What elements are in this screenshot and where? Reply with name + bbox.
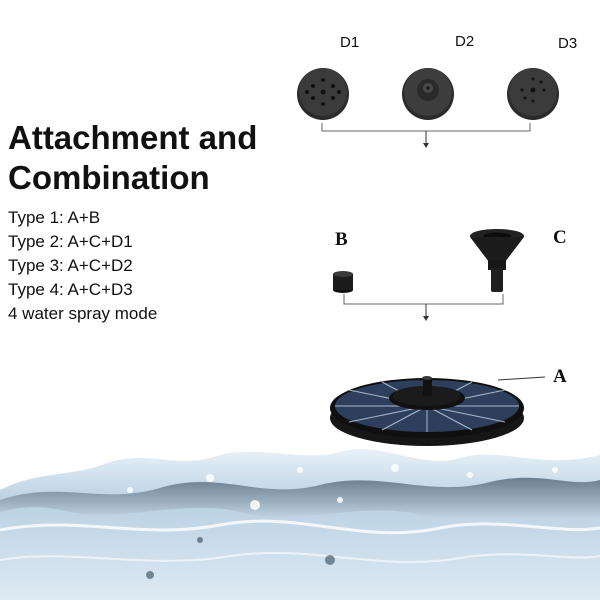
nozzle-label-d3: D3 <box>558 35 578 52</box>
part-b-image <box>333 271 353 293</box>
nozzle-label-d2: D2 <box>455 33 475 50</box>
nozzle-label-d1: D1 <box>340 34 360 51</box>
part-label-b: B <box>335 229 348 250</box>
list-item: Type 4: A+C+D3 <box>8 280 133 299</box>
list-item: 4 water spray mode <box>8 304 158 323</box>
part-label-c: C <box>553 227 567 248</box>
nozzle-d1-image <box>297 68 349 120</box>
list-item: Type 2: A+C+D1 <box>8 232 133 251</box>
title-line-1: Attachment and <box>8 119 258 156</box>
title-line-2: Combination <box>8 159 210 196</box>
nozzle-d3-image <box>507 68 559 120</box>
part-a-solar-panel-image <box>330 376 524 446</box>
part-c-image <box>470 229 524 292</box>
list-item: Type 3: A+C+D2 <box>8 256 133 275</box>
nozzle-d2-image <box>402 68 454 120</box>
part-label-a: A <box>553 366 567 387</box>
type-list: Type 1: A+B Type 2: A+C+D1 Type 3: A+C+D… <box>8 206 157 326</box>
page-title: Attachment and Combination <box>8 118 257 198</box>
list-item: Type 1: A+B <box>8 208 101 227</box>
